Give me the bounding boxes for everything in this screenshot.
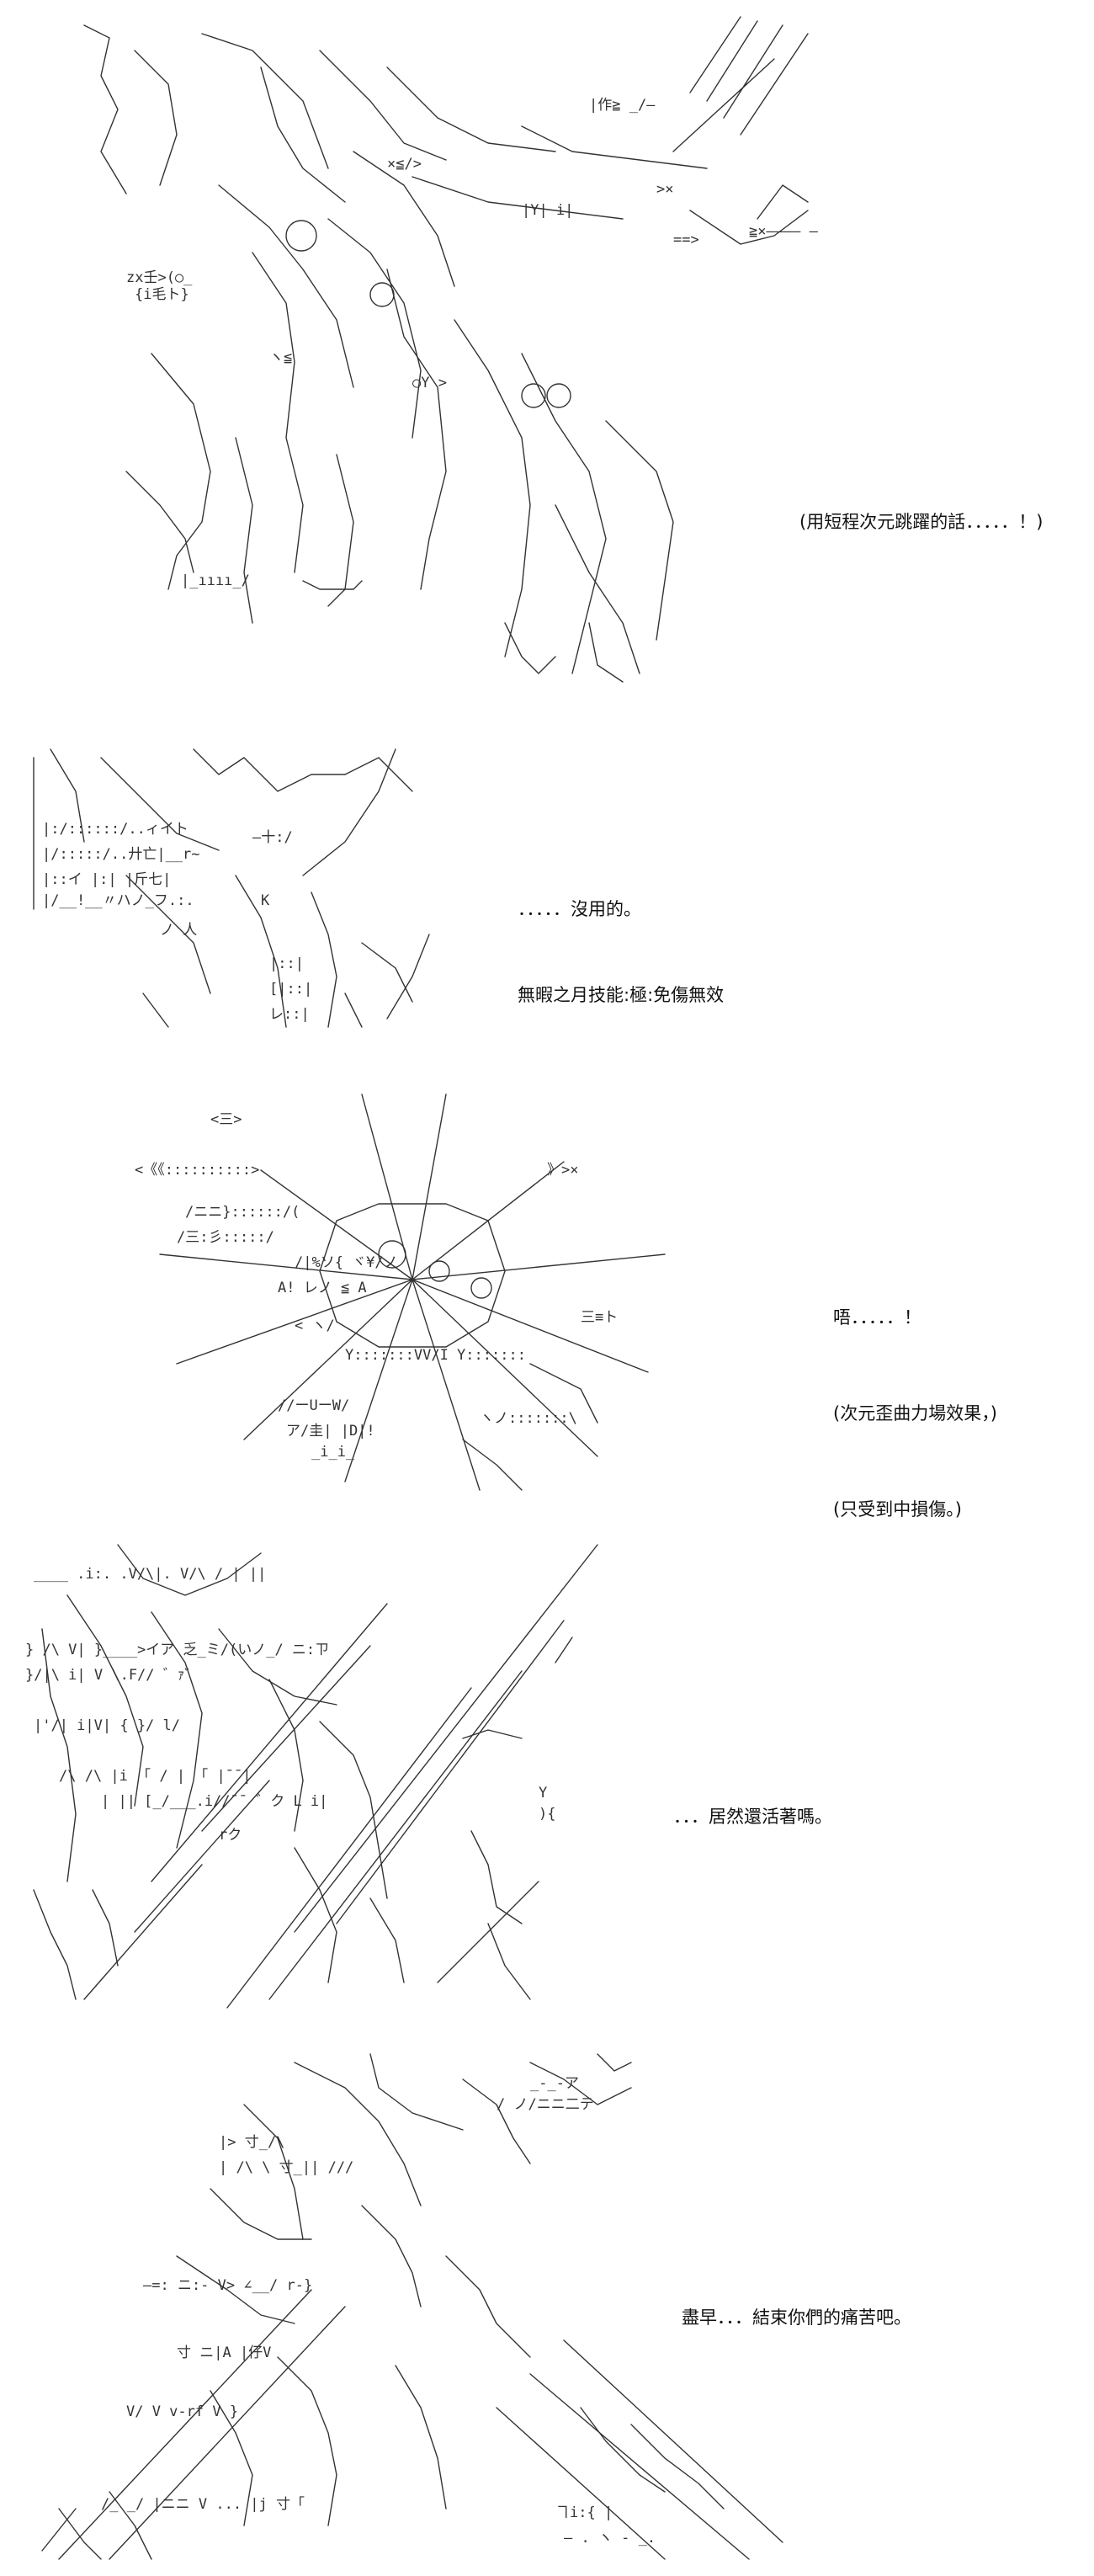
svg-text:| /\ \ 寸_|| ///: | /\ \ 寸_|| ///: [219, 2159, 353, 2176]
panel-1-aa-art: zx壬>(○_ {i毛ト} ×≦/> |Y| i| |作≧ _/— ==> ≧×…: [50, 0, 819, 716]
svg-text:/ニニ}::::::/(: /ニニ}::::::/(: [185, 1204, 300, 1221]
svg-text:{i毛ト}: {i毛ト}: [135, 286, 189, 303]
svg-text:—十:/: —十:/: [252, 829, 293, 846]
svg-text:zx壬>(○_: zx壬>(○_: [126, 269, 193, 286]
svg-text:____ .i:. .V/\|. V/\ / | ||: ____ .i:. .V/\|. V/\ / | ||: [34, 1566, 266, 1583]
svg-text:|Y| i|: |Y| i|: [522, 202, 573, 219]
svg-text:—=: ニ:- V> ∠__/ r-}: —=: ニ:- V> ∠__/ r-}: [143, 2277, 312, 2294]
svg-text:_i_i_: _i_i_: [311, 1444, 355, 1461]
svg-text:ア/圭| |D|!: ア/圭| |D|!: [286, 1423, 375, 1440]
svg-text:}/|\ i| V \.F// ゛ｧ: }/|\ i| V \.F// ゛ｧ゛: [25, 1667, 199, 1684]
svg-text:K: K: [261, 892, 270, 909]
svg-text:rク: rク: [219, 1827, 242, 1844]
svg-text:| || [_/___.i//¯¯ ゛ク L i|: | || [_/___.i//¯¯ ゛ク L i|: [101, 1793, 327, 1810]
svg-text:Y: Y: [539, 1785, 547, 1802]
dialog-line: 唔．．．．．！: [833, 1307, 921, 1328]
panel-1-dialog: (用短程次元跳躍的話．．．．．！): [799, 450, 1043, 593]
panel-2-aa-art: |:/::::::/..ィイト |/:::::/..廾亡|__r~ |::イ |…: [25, 741, 463, 1044]
dialog-line: ．．．居然還活著嗎。: [673, 1807, 832, 1827]
panel-2-dialog: ．．．．．沒用的。 無暇之月技能:極:免傷無效: [518, 838, 724, 1067]
svg-text:Y:::::::VV/I Y:::::::: Y:::::::VV/I Y:::::::: [345, 1347, 526, 1364]
svg-text:— . ヽ - _.: — . ヽ - _.: [564, 2530, 656, 2547]
svg-text:V/ V v-rf V }: V/ V v-rf V }: [126, 2403, 238, 2420]
svg-text:/|%ソ{ ヾ¥/ノ: /|%ソ{ ヾ¥/ノ: [295, 1254, 398, 1271]
svg-text:/\ /\ |i 「 / | 「 |¯¯|: /\ /\ |i 「 / | 「 |¯¯|: [59, 1768, 251, 1785]
svg-text:} /\ V| }____>イア 乏_ミ/(いノ_/ ニ:: } /\ V| }____>イア 乏_ミ/(いノ_/ ニ:ㄗ: [25, 1642, 329, 1658]
dialog-line: ．．．．．沒用的。: [518, 899, 641, 919]
svg-text:/三:彡:::::/: /三:彡:::::/: [177, 1229, 274, 1246]
svg-text:》>×: 》>×: [547, 1162, 578, 1179]
svg-text:|_ıııı_/: |_ıııı_/: [181, 572, 250, 589]
svg-text:ノ 人: ノ 人: [160, 922, 197, 939]
dialog-line: (用短程次元跳躍的話．．．．．！): [799, 512, 1044, 532]
svg-text:≧×———— —: ≧×———— —: [749, 223, 819, 240]
svg-text:×≦/>: ×≦/>: [387, 156, 422, 173]
panel-5: _-_-ア / ノ/ニニ二テ |> 寸_/\ | /\ \ 寸_|| /// —…: [0, 2037, 1094, 2576]
dialog-line: 盡早．．．結束你們的痛苦吧。: [682, 2307, 911, 2328]
svg-text://ーUーW/: //ーUーW/: [278, 1397, 349, 1414]
panel-4-aa-art: ____ .i:. .V/\|. V/\ / | || } /\ V| }___…: [17, 1528, 623, 2009]
panel-1: zx壬>(○_ {i毛ト} ×≦/> |Y| i| |作≧ _/— ==> ≧×…: [0, 0, 1094, 724]
svg-text:寸 ニ|A |仔V: 寸 ニ|A |仔V: [177, 2344, 271, 2361]
svg-text:[|::|: [|::|: [269, 981, 312, 998]
svg-text:ヽ≦: ヽ≦: [269, 349, 292, 366]
panel-3-aa-art: <三> <《《::::::::::> 》>× /ニニ}::::::/( /三:彡…: [126, 1069, 715, 1498]
panel-4-dialog: ．．．居然還活著嗎。: [673, 1745, 832, 1888]
svg-text:|/__!__〃ハノ_フ.:.: |/__!__〃ハノ_フ.:.: [42, 892, 194, 909]
svg-text:_-_-ア: _-_-ア: [530, 2075, 579, 2092]
svg-text:>×: >×: [656, 181, 673, 198]
svg-text:){: ){: [539, 1806, 555, 1823]
svg-text:|作≧ _/—: |作≧ _/—: [589, 97, 656, 114]
svg-text:|:/::::::/..ィイト: |:/::::::/..ィイト: [42, 821, 189, 838]
svg-text:ヽノ:::::::\: ヽノ:::::::\: [480, 1410, 577, 1427]
svg-text:三≡ト: 三≡ト: [581, 1309, 618, 1326]
svg-text:==>: ==>: [673, 232, 699, 248]
svg-text:< ヽ/: < ヽ/: [295, 1317, 335, 1334]
svg-text:<《《::::::::::>: <《《::::::::::>: [135, 1162, 259, 1179]
panel-2: |:/::::::/..ィイト |/:::::/..廾亡|__r~ |::イ |…: [0, 741, 1094, 1061]
panel-3-dialog: 唔．．．．．！ (次元歪曲力場效果，) (只受到中損傷。): [833, 1237, 997, 1589]
svg-text:/ ノ/ニニ二テ: / ノ/ニニ二テ: [497, 2096, 594, 2113]
svg-text:○Y >: ○Y >: [412, 375, 447, 391]
svg-text:ヿi:{ |: ヿi:{ |: [555, 2504, 613, 2521]
panel-5-dialog: 盡早．．．結束你們的痛苦吧。: [682, 2246, 911, 2389]
svg-text:/_ _/ |ニニ V ... |j 寸「: /_ _/ |ニニ V ... |j 寸「: [101, 2496, 305, 2513]
svg-text:A! レノ ≦ A: A! レノ ≦ A: [278, 1280, 367, 1296]
panel-5-aa-art: _-_-ア / ノ/ニニ二テ |> 寸_/\ | /\ \ 寸_|| /// —…: [25, 2037, 799, 2568]
svg-text:|> 寸_/\: |> 寸_/\: [219, 2134, 284, 2151]
panel-3: <三> <《《::::::::::> 》>× /ニニ}::::::/( /三:彡…: [0, 1069, 1094, 1520]
dialog-line: 無暇之月技能:極:免傷無效: [518, 985, 725, 1005]
svg-text:|'/| i|V| { }/ l/: |'/| i|V| { }/ l/: [34, 1717, 180, 1734]
dialog-line: (只受到中損傷。): [833, 1499, 962, 1520]
svg-text:レ::|: レ::|: [269, 1006, 310, 1023]
dialog-line: (次元歪曲力場效果，): [833, 1403, 997, 1424]
svg-text:|::|: |::|: [269, 955, 304, 972]
svg-text:|/:::::/..廾亡|__r~: |/:::::/..廾亡|__r~: [42, 846, 200, 863]
svg-text:|::イ |:| |斤七|: |::イ |:| |斤七|: [42, 871, 171, 888]
svg-text:<三>: <三>: [210, 1111, 242, 1128]
panel-4: ____ .i:. .V/\|. V/\ / | || } /\ V| }___…: [0, 1528, 1094, 2016]
